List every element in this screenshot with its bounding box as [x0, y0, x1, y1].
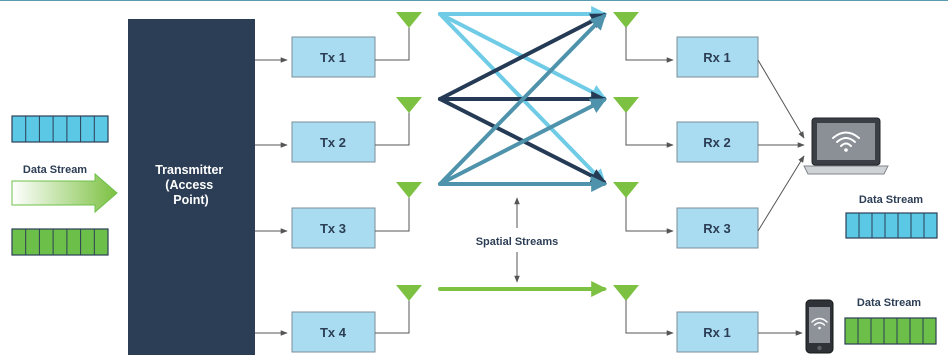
- spatial-streams-label: Spatial Streams: [476, 236, 559, 248]
- rx-label-2: Rx 2: [703, 135, 730, 150]
- rx-box-3: Rx 3: [676, 207, 759, 249]
- input-stream-green: [11, 228, 109, 256]
- tx-antenna-connectors: [375, 27, 410, 334]
- transmitter-block: [128, 19, 255, 355]
- transmitter-connectors: [255, 57, 288, 336]
- wifi-icon: [811, 317, 828, 330]
- tx-box-2: Tx 2: [291, 121, 376, 163]
- antenna-icon: [613, 182, 639, 198]
- antenna-icon: [613, 97, 639, 113]
- tx-label-2: Tx 2: [320, 135, 346, 150]
- spatial-stream-arrows: [438, 6, 608, 297]
- tx-label-1: Tx 1: [320, 50, 346, 65]
- top-rule: [0, 0, 948, 1]
- phone-data-stream-label: Data Stream: [857, 297, 921, 309]
- stream-tx3-rx1: [438, 13, 607, 186]
- rx-label-4: Rx 1: [703, 325, 730, 340]
- antenna-icon: [396, 97, 422, 113]
- laptop-icon: [803, 117, 889, 175]
- phone-icon: [805, 299, 834, 354]
- data-stream-arrow: [11, 172, 118, 214]
- antenna-icon: [613, 12, 639, 28]
- tx-box-4: Tx 4: [291, 311, 376, 353]
- antenna-icon: [396, 12, 422, 28]
- rx-box-1: Rx 1: [676, 36, 759, 78]
- input-stream-blue: [11, 115, 109, 143]
- antenna-icon: [396, 285, 422, 301]
- tx-box-1: Tx 1: [291, 36, 376, 78]
- wifi-icon: [832, 131, 860, 152]
- antenna-rx-connectors: [625, 27, 674, 336]
- input-data-stream-label: Data Stream: [23, 164, 87, 176]
- antenna-icon: [396, 182, 422, 198]
- stream-tx2-rx1: [438, 13, 607, 101]
- laptop-data-stream-label: Data Stream: [859, 194, 923, 206]
- tx-label-4: Tx 4: [320, 325, 347, 340]
- rx-device-connectors: [757, 59, 805, 336]
- rx-label-1: Rx 1: [703, 50, 730, 65]
- output-stream-phone: [844, 317, 937, 345]
- rx-box-4: Rx 1: [676, 311, 759, 353]
- rx-box-2: Rx 2: [676, 121, 759, 163]
- rx-label-3: Rx 3: [703, 221, 730, 236]
- tx-label-3: Tx 3: [320, 221, 346, 236]
- output-stream-laptop: [845, 212, 938, 239]
- transmitter-label: Transmitter (Access Point): [155, 163, 227, 207]
- tx-box-3: Tx 3: [291, 207, 376, 249]
- antenna-icon: [613, 285, 639, 301]
- stream-tx3-rx2: [438, 98, 607, 186]
